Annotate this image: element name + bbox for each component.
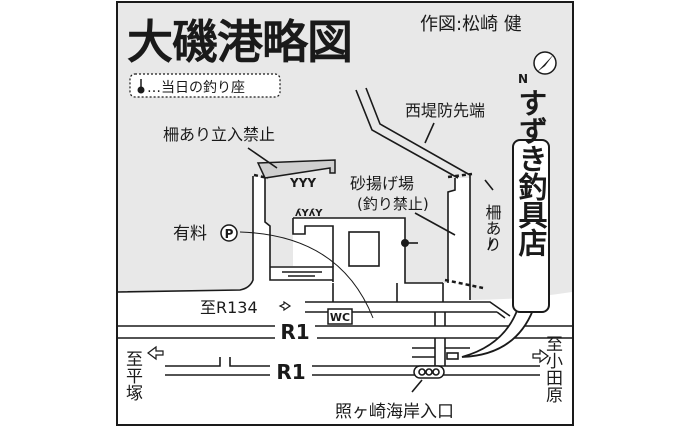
label-to-hiratsuka: 至平塚 bbox=[122, 350, 143, 401]
road-r1-upper bbox=[118, 325, 572, 339]
compass-north-label: N bbox=[518, 72, 528, 86]
arrow-left-icon bbox=[147, 345, 164, 361]
legend-label: …当日の釣り座 bbox=[147, 80, 245, 96]
arrow-right-icon bbox=[532, 348, 549, 364]
leader-lines bbox=[247, 122, 494, 251]
wc-box bbox=[327, 308, 353, 325]
shop-name: すずき釣具店 bbox=[514, 88, 548, 258]
arrow-left-icon bbox=[278, 300, 292, 312]
label-fence-no-entry: 柵あり立入禁止 bbox=[163, 125, 275, 144]
wc-label: WC bbox=[330, 311, 350, 324]
map-credit: 作図:松崎 健 bbox=[420, 14, 522, 35]
left-pier-inner bbox=[264, 178, 333, 281]
shop-label-box bbox=[512, 139, 550, 313]
left-pier-outline bbox=[117, 176, 254, 293]
label-r1-upper: R1 bbox=[280, 320, 309, 344]
label-paid-parking: 有料 bbox=[173, 224, 207, 244]
crossroad bbox=[412, 312, 470, 366]
central-quay bbox=[293, 217, 443, 284]
shop-callout-tail bbox=[461, 307, 534, 358]
quay-notch bbox=[292, 218, 334, 267]
compass-icon bbox=[533, 51, 557, 75]
label-no-fishing: (釣り禁止) bbox=[357, 195, 429, 213]
tetrapods: ʎYʎY bbox=[295, 208, 323, 219]
leader-lines bbox=[411, 379, 423, 393]
west-breakwater bbox=[355, 87, 471, 300]
parking-icon bbox=[220, 224, 238, 242]
lot-outline bbox=[332, 283, 398, 302]
shop-marker bbox=[446, 352, 459, 360]
label-terugasaki-entrance: 照ヶ崎海岸入口 bbox=[335, 402, 454, 422]
label-r1-lower: R1 bbox=[276, 360, 305, 384]
label-to-odawara: 至小田原 bbox=[542, 335, 563, 403]
building bbox=[348, 231, 380, 267]
parking-icon-label: P bbox=[225, 227, 234, 241]
sand-yard-pier bbox=[447, 178, 456, 283]
tetrapods: YYY bbox=[289, 176, 316, 190]
land-area bbox=[118, 176, 572, 424]
map-title: 大磯港略図 bbox=[127, 15, 352, 69]
label-fence: 柵あり bbox=[483, 204, 502, 252]
label-west-breakwater-tip: 西堤防先端 bbox=[405, 101, 485, 120]
label-sand-yard: 砂揚げ場 bbox=[350, 174, 414, 193]
fence-lines bbox=[253, 172, 484, 290]
legend-box bbox=[129, 73, 281, 98]
parking-leader bbox=[239, 231, 374, 319]
label-to-r134: 至R134 bbox=[200, 298, 258, 317]
fishing-spot-pin-icon bbox=[137, 86, 145, 94]
